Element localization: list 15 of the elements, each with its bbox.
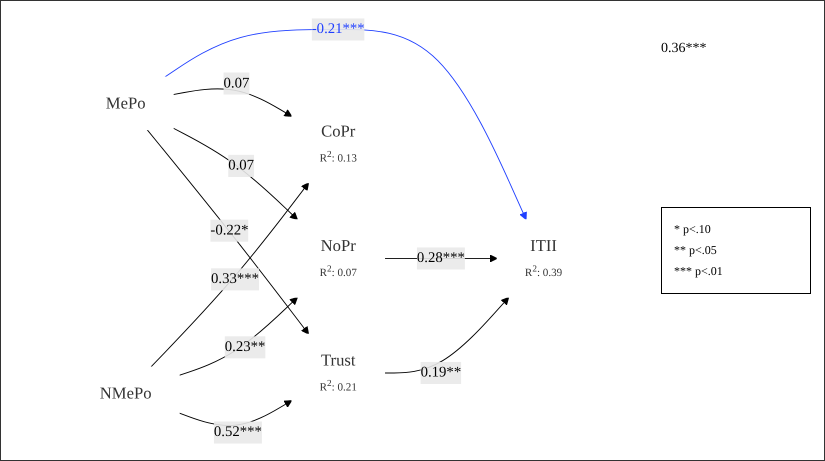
node-text: NMePo [100, 384, 152, 402]
node-text: Trust R$^{2}$: 0.21 [320, 350, 357, 394]
significance-note: *** p<.01 [674, 264, 724, 279]
node-text: ITII R$^{2}$: 0.39 [524, 236, 562, 279]
significance-note: ** p<.05 [674, 243, 718, 258]
arrow [172, 128, 298, 220]
node-text: MePo [106, 94, 146, 112]
coefficient-label: 0.36*** [661, 41, 708, 57]
arrow [178, 296, 298, 376]
significance-note: * p<.10 [674, 222, 712, 237]
node-text: NoPr R$^{2}$: 0.07 [320, 236, 357, 279]
node-text: CoPr R$^{2}$: 0.13 [320, 122, 357, 164]
arrow [146, 129, 310, 335]
arrow [150, 182, 310, 368]
arrow [164, 29, 527, 220]
